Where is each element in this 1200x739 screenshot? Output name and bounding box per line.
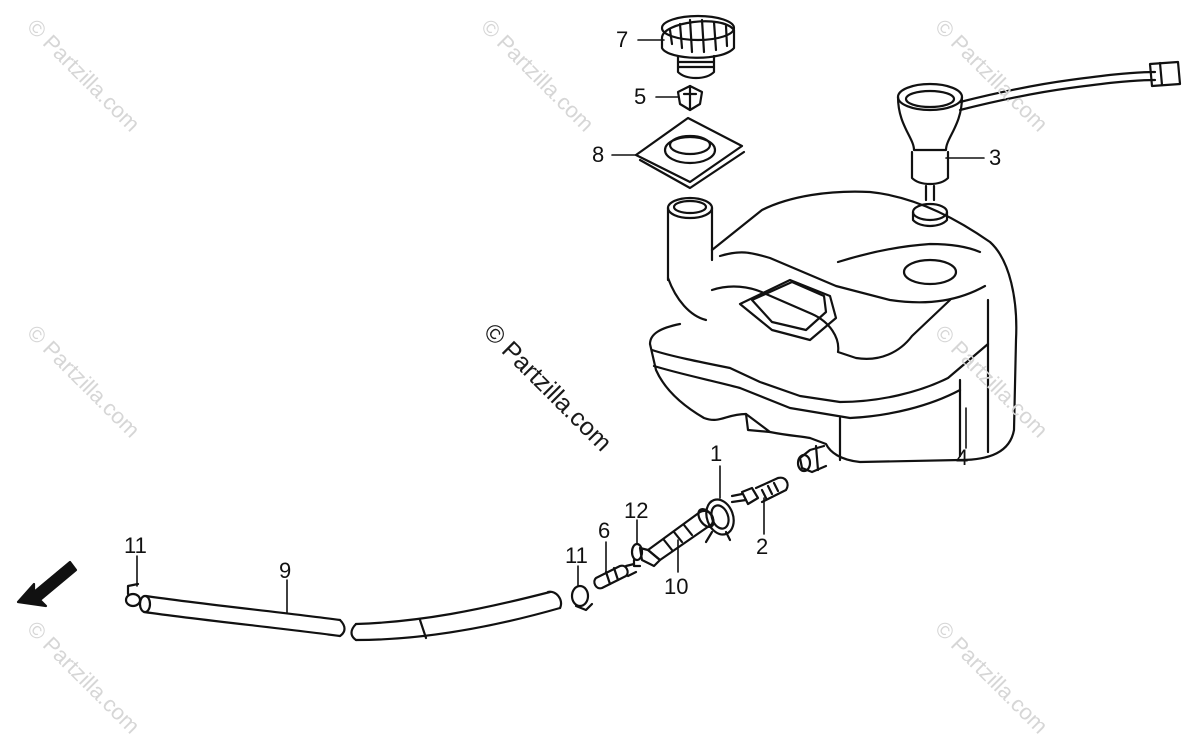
hose-adapter xyxy=(638,508,715,568)
callout-7: 7 xyxy=(616,27,629,52)
clip-part-11-left xyxy=(124,582,142,608)
callout-6: 6 xyxy=(598,518,611,543)
leader-lines xyxy=(136,39,985,613)
filler-cap xyxy=(660,14,736,80)
fwd-arrow xyxy=(16,560,78,608)
callout-11-right: 11 xyxy=(565,543,588,568)
clip-part-5 xyxy=(676,84,704,112)
callout-5: 5 xyxy=(634,84,647,109)
callout-10: 10 xyxy=(664,574,689,599)
callout-12: 12 xyxy=(624,498,649,523)
oil-tube xyxy=(138,590,563,642)
callout-9: 9 xyxy=(279,558,292,583)
fuel-gauge-unit xyxy=(896,60,1182,228)
clamp-1 xyxy=(704,498,735,544)
callout-2: 2 xyxy=(756,534,769,559)
parts-diagram xyxy=(16,14,1182,642)
packing-plate xyxy=(634,116,746,190)
callout-4: 4 xyxy=(956,445,969,470)
callout-3: 3 xyxy=(989,145,1002,170)
callout-1: 1 xyxy=(710,441,723,466)
callout-11-left: 11 xyxy=(124,533,147,558)
oil-tank xyxy=(648,190,1018,474)
clip-part-11-right xyxy=(570,584,594,612)
joint-fitting xyxy=(730,476,789,506)
callout-8: 8 xyxy=(592,142,605,167)
small-joint xyxy=(593,562,638,590)
